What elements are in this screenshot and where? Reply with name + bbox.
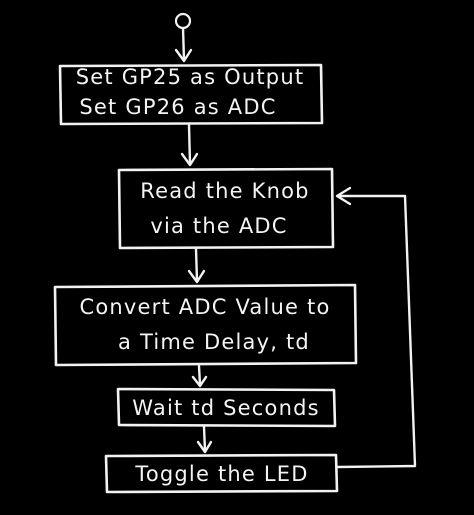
node-toggle-line-1: Toggle the LED: [134, 462, 308, 486]
node-setup-box: [58, 63, 324, 126]
node-read-box: [117, 167, 335, 250]
start-node: [174, 12, 192, 30]
node-wait-line-1: Wait td Seconds: [132, 396, 320, 420]
node-convert-line-1: Convert ADC Value to: [79, 295, 330, 319]
node-read-line-2: via the ADC: [150, 214, 287, 238]
edge-read-convert: [187, 247, 206, 284]
node-convert-line-2: a Time Delay, td: [118, 330, 310, 354]
node-convert-box: [53, 283, 358, 367]
edge-convert-wait: [191, 364, 208, 388]
node-setup-line-1: Set GP25 as Output: [76, 65, 305, 89]
node-read-line-1: Read the Knob: [140, 179, 309, 203]
node-toggle-box: [104, 453, 339, 494]
edge-loop-back: [335, 186, 417, 469]
edge-wait-toggle: [196, 425, 213, 454]
edge-start-setup: [174, 26, 193, 63]
node-wait-box: [116, 387, 337, 428]
edge-setup-read: [180, 123, 199, 167]
node-setup-line-2: Set GP26 as ADC: [79, 95, 276, 119]
